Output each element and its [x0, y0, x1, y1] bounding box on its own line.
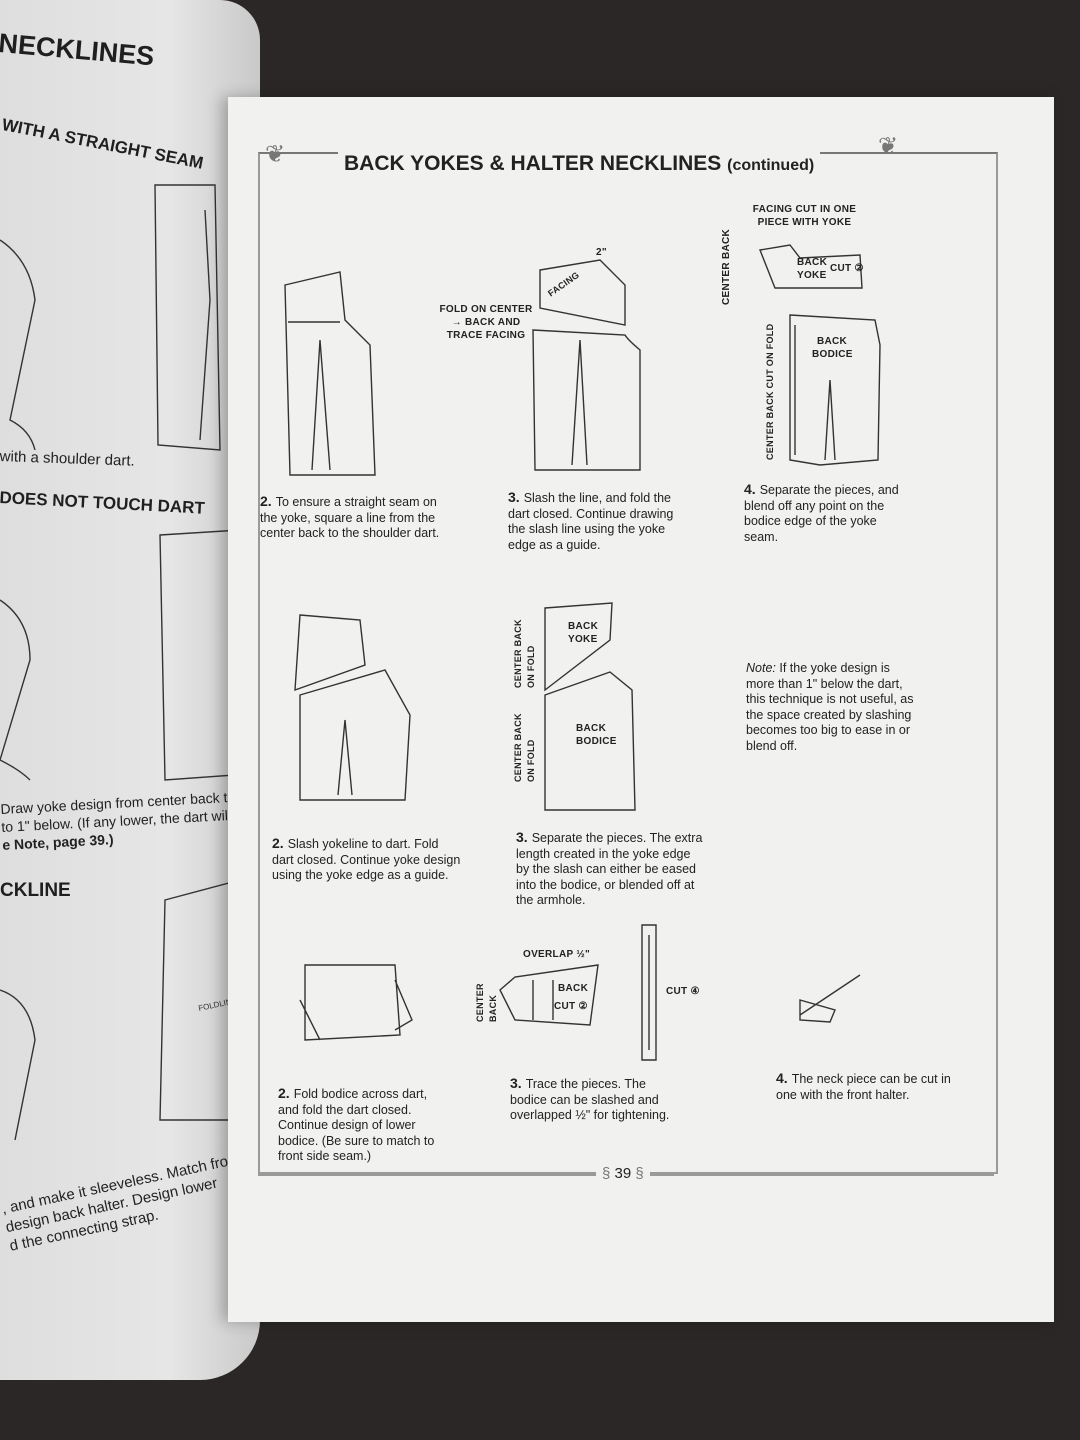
step-number: 2.: [260, 493, 272, 509]
step-2-row1: 2.To ensure a straight seam on the yoke,…: [260, 493, 440, 542]
facing-note: FACING CUT IN ONE PIECE WITH YOKE: [752, 204, 857, 228]
page-number: § 39 §: [596, 1165, 650, 1182]
center-back-label: CENTER BACK: [475, 983, 498, 1022]
step-number: 3.: [508, 489, 520, 505]
step-text: To ensure a straight seam on the yoke, s…: [260, 495, 440, 540]
step-3-row2: 3.Separate the pieces. The extra length …: [516, 829, 706, 909]
ornament-icon: §: [602, 1165, 615, 1182]
step-4-row3: 4.The neck piece can be cut in one with …: [776, 1070, 961, 1103]
step-number: 2.: [272, 835, 284, 851]
note: Note: If the yoke design is more than 1"…: [746, 661, 921, 754]
step-number: 3.: [516, 829, 528, 845]
step-text: Slash yokeline to dart. Fold dart closed…: [272, 837, 461, 882]
page-title-text: BACK YOKES & HALTER NECKLINES: [344, 152, 722, 175]
step-text: The neck piece can be cut in one with th…: [776, 1072, 951, 1102]
step-4-row1: 4.Separate the pieces, and blend off any…: [744, 481, 914, 545]
step-2-row2: 2.Slash yokeline to dart. Fold dart clos…: [272, 835, 462, 884]
right-page: [228, 97, 1054, 1322]
cb-on-fold-label: CENTER BACK ON FOLD: [513, 713, 536, 782]
ornament-icon: §: [631, 1165, 644, 1182]
cb-cut-on-fold-label: CENTER BACK CUT ON FOLD: [765, 323, 775, 460]
step-number: 4.: [744, 481, 756, 497]
fold-center-back-label: FOLD ON CENTER → BACK AND TRACE FACING: [439, 304, 533, 341]
back-yoke-label: BACK YOKE: [797, 257, 828, 281]
back-bodice-label: BACK BODICE: [812, 336, 853, 360]
cut-2-label: CUT ②: [830, 263, 864, 274]
ornament-icon: ❦: [265, 141, 286, 168]
step-number: 3.: [510, 1075, 522, 1091]
ornament-icon: ❦: [878, 133, 899, 160]
note-text: If the yoke design is more than 1" below…: [746, 661, 914, 753]
left-page: [0, 0, 260, 1380]
cut-2-label: CUT ②: [554, 1001, 588, 1012]
step-2-row3: 2.Fold bodice across dart, and fold the …: [278, 1085, 448, 1165]
step-text: Trace the pieces. The bodice can be slas…: [510, 1077, 670, 1122]
overlap-label: OVERLAP ½": [523, 949, 591, 960]
step-text: Slash the line, and fold the dart closed…: [508, 491, 674, 552]
center-back-label: CENTER BACK: [721, 228, 732, 305]
step-3-row1: 3.Slash the line, and fold the dart clos…: [508, 489, 693, 553]
cb-on-fold-label: CENTER BACK ON FOLD: [513, 619, 536, 688]
step-3-row3: 3.Trace the pieces. The bodice can be sl…: [510, 1075, 670, 1124]
page-title: BACK YOKES & HALTER NECKLINES (continued…: [338, 152, 821, 176]
step-number: 4.: [776, 1070, 788, 1086]
note-label: Note:: [746, 661, 776, 675]
back-yoke-label: BACK YOKE: [568, 621, 599, 645]
cut-4-label: CUT ④: [666, 986, 700, 997]
facing-measure: 2": [596, 247, 607, 258]
step-text: Separate the pieces. The extra length cr…: [516, 831, 703, 907]
step-number: 2.: [278, 1085, 290, 1101]
step-text: Separate the pieces, and blend off any p…: [744, 483, 899, 544]
page-title-suffix: (continued): [727, 157, 815, 174]
step-text: Fold bodice across dart, and fold the da…: [278, 1087, 435, 1163]
back-bodice-label: BACK BODICE: [576, 723, 617, 747]
page-number-text: 39: [614, 1165, 632, 1182]
left-heading-3: CKLINE: [0, 880, 71, 901]
back-label: BACK: [558, 983, 589, 994]
